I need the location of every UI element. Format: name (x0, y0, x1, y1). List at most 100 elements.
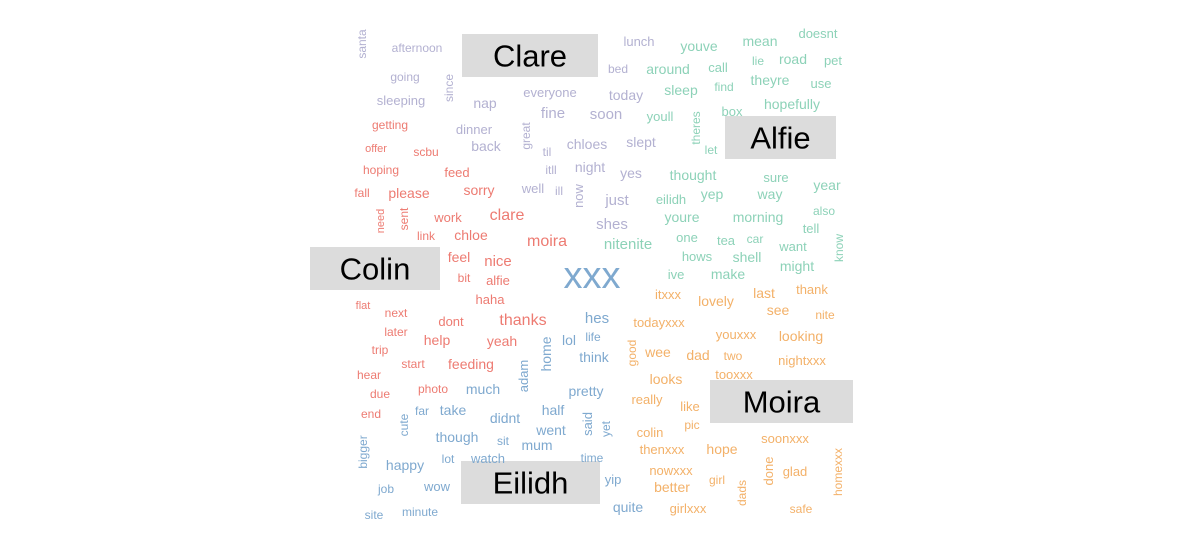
word-colin-next: next (385, 306, 408, 320)
word-alfie-make: make (711, 266, 745, 282)
word-clare-sleeping: sleeping (377, 93, 425, 108)
word-colin-thanks: thanks (499, 312, 546, 329)
word-eilidh-quite: quite (613, 499, 644, 515)
word-moira-looks: looks (650, 371, 683, 387)
word-alfie-hows: hows (682, 249, 713, 264)
word-alfie-want: want (778, 239, 807, 254)
word-alfie-yep: yep (701, 186, 724, 202)
word-clare-itll: itll (545, 163, 556, 177)
word-colin-work: work (433, 210, 462, 225)
word-eilidh-minute: minute (402, 505, 438, 519)
word-alfie-theres: theres (689, 111, 703, 144)
word-colin-trip: trip (372, 343, 389, 357)
word-moira-pic: pic (684, 418, 699, 432)
word-colin-feeding: feeding (448, 356, 494, 372)
word-eilidh-far: far (415, 404, 429, 418)
word-eilidh-take: take (440, 402, 467, 418)
word-eilidh-cute: cute (397, 413, 411, 436)
word-moira-soonxxx: soonxxx (761, 431, 809, 446)
word-colin-sorry: sorry (463, 182, 494, 198)
word-clare-since: since (442, 74, 456, 102)
word-colin-getting: getting (372, 118, 408, 132)
word-eilidh-though: though (436, 429, 479, 445)
word-eilidh-think: think (579, 349, 610, 365)
label-box-eilidh (461, 461, 600, 504)
word-moira-nowxxx: nowxxx (649, 463, 693, 478)
word-alfie-might: might (780, 258, 814, 274)
sector-label-clare: Clare (493, 39, 567, 74)
word-eilidh-mum: mum (521, 437, 552, 453)
word-alfie-nitenite: nitenite (604, 236, 652, 253)
word-moira-youxxx: youxxx (716, 327, 757, 342)
word-moira-wee: wee (644, 344, 671, 360)
word-alfie-one: one (676, 230, 698, 245)
sector-label-eilidh: Eilidh (493, 466, 569, 501)
word-eilidh-adam: adam (516, 360, 531, 393)
word-alfie-road: road (779, 51, 807, 67)
word-moira-colin: colin (637, 425, 664, 440)
word-alfie-morning: morning (733, 209, 784, 225)
word-moira-two: two (724, 349, 743, 363)
word-clare-just: just (604, 192, 629, 209)
word-colin-moira: moira (527, 233, 567, 250)
sector-label-moira: Moira (743, 385, 821, 420)
word-moira-last: last (753, 285, 775, 301)
word-moira-homexxx: homexxx (831, 448, 845, 496)
word-colin-need: need (375, 209, 387, 233)
word-colin-help: help (424, 332, 451, 348)
word-clare-slept: slept (626, 134, 656, 150)
word-colin-flat: flat (356, 300, 371, 312)
word-eilidh-lol: lol (562, 332, 576, 348)
word-clare-til: til (543, 145, 552, 159)
word-alfie-youre: youre (664, 209, 699, 225)
word-clare-back: back (471, 138, 502, 154)
word-clare-yes: yes (620, 165, 642, 181)
word-moira-girlxxx: girlxxx (670, 501, 707, 516)
word-colin-link: link (417, 229, 436, 243)
word-moira-good: good (625, 340, 639, 367)
word-alfie-theyre: theyre (751, 72, 790, 88)
word-clare-nap: nap (473, 95, 497, 111)
word-eilidh-watch: watch (470, 451, 505, 466)
word-moira-looking: looking (779, 328, 823, 344)
word-eilidh-time: time (581, 451, 604, 465)
word-eilidh-said: said (580, 412, 595, 436)
center-word: xxx (564, 255, 621, 297)
word-alfie-tea: tea (717, 233, 736, 248)
word-eilidh-happy: happy (386, 457, 424, 473)
word-alfie-find: find (714, 80, 733, 94)
word-alfie-thought: thought (670, 167, 717, 183)
word-clare-chloes: chloes (567, 136, 607, 152)
word-colin-nice: nice (484, 253, 512, 270)
word-alfie-also: also (813, 204, 835, 218)
sector-label-colin: Colin (340, 252, 411, 287)
word-clare-everyone: everyone (523, 85, 576, 100)
word-moira-done: done (761, 457, 776, 486)
word-clare-night: night (575, 159, 605, 175)
word-eilidh-sit: sit (497, 434, 510, 448)
word-clare-now: now (571, 183, 586, 207)
word-alfie-call: call (708, 60, 728, 75)
word-eilidh-job: job (377, 482, 394, 496)
word-eilidh-home: home (538, 336, 554, 371)
word-clare-great: great (519, 122, 533, 150)
word-moira-really: really (631, 392, 663, 407)
word-eilidh-lot: lot (442, 452, 455, 466)
word-colin-hear: hear (357, 368, 381, 382)
word-clare-dinner: dinner (456, 122, 493, 137)
word-clare-ill: ill (555, 184, 563, 198)
word-eilidh-yip: yip (605, 472, 622, 487)
word-colin-end: end (361, 407, 381, 421)
word-alfie-sure: sure (763, 170, 788, 185)
word-alfie-lie: lie (752, 54, 764, 68)
word-colin-due: due (370, 387, 390, 401)
word-colin-sent: sent (397, 207, 411, 230)
label-box-clare (462, 34, 598, 77)
word-eilidh-didnt: didnt (490, 410, 520, 426)
word-eilidh-life: life (585, 330, 601, 344)
word-eilidh-site: site (365, 508, 384, 522)
word-alfie-hopefully: hopefully (764, 96, 820, 112)
word-clare-fine: fine (541, 105, 565, 122)
